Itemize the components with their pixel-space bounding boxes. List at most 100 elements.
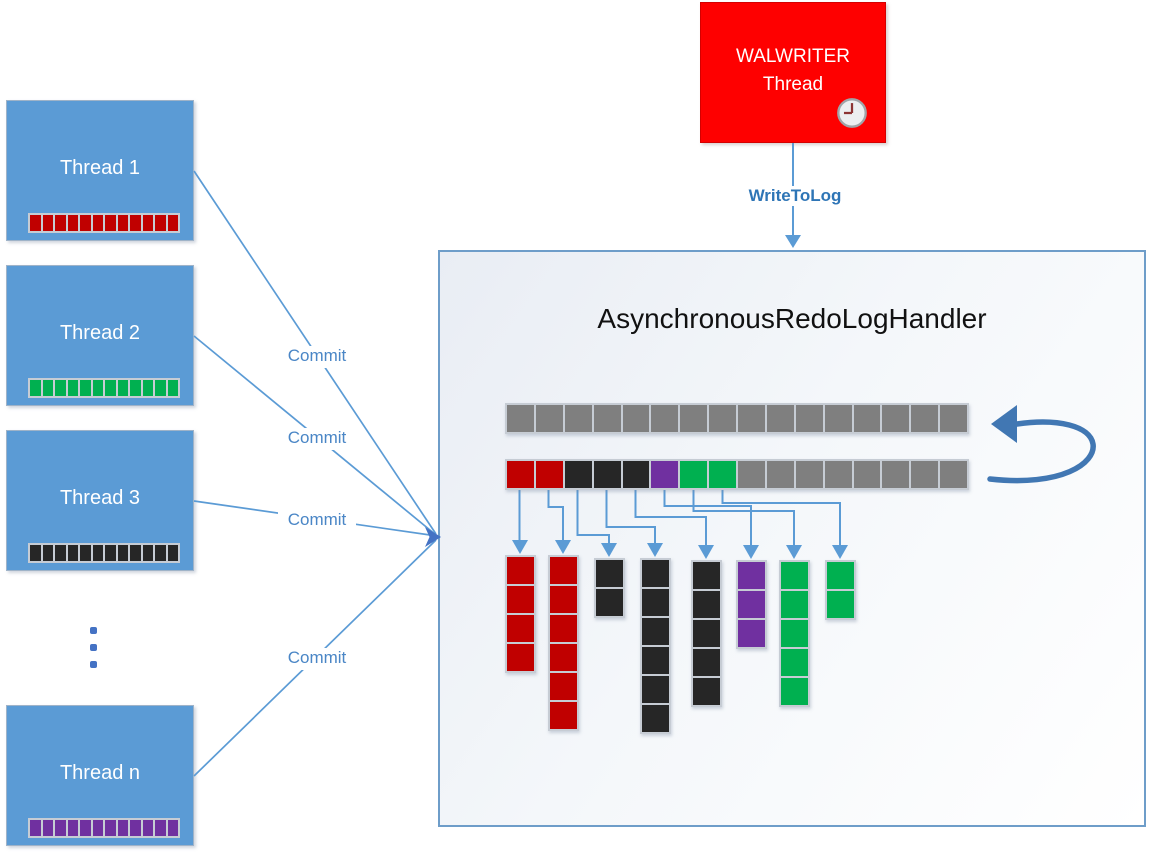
threads-ellipsis (90, 627, 97, 678)
walwriter-box: WALWRITER Thread (700, 2, 886, 143)
buffer-cell-green (130, 380, 141, 396)
buffer-cell-red (30, 215, 41, 231)
buffer-cell-red (507, 586, 534, 613)
buffer-cell-red (550, 673, 577, 700)
buffer-cell-black (642, 560, 669, 587)
buffer-cell-gray (853, 405, 881, 432)
buffer-cell-red (55, 215, 66, 231)
buffer-cell-black (167, 545, 178, 561)
walwriter-title: WALWRITER Thread (701, 43, 885, 99)
buffer-cell-purple (42, 820, 53, 836)
buffer-cell-black (693, 678, 720, 705)
buffer-cell-gray (795, 461, 823, 488)
buffer-cell-gray (766, 461, 794, 488)
buffer-cell-purple (738, 562, 765, 589)
buffer-cell-red (507, 644, 534, 671)
buffer-cell-red (142, 215, 153, 231)
buffer-cell-red (550, 557, 577, 584)
buffer-cell-green (55, 380, 66, 396)
buffer-cell-purple (105, 820, 116, 836)
buffer-to-column-connectors (512, 489, 848, 559)
buffer-cell-green (92, 380, 103, 396)
thread-3-box: Thread 3 (6, 430, 194, 571)
buffer-cell-purple (67, 820, 78, 836)
commit-label-3: Commit (278, 510, 356, 532)
buffer-cell-black (693, 649, 720, 676)
buffer-cell-red (155, 215, 166, 231)
buffer-cell-black (80, 545, 91, 561)
buffer-cell-green (827, 591, 854, 618)
buffer-cell-black (693, 620, 720, 647)
buffer-cell-gray (680, 405, 708, 432)
buffer-cell-black (155, 545, 166, 561)
thread-1-label: Thread 1 (59, 157, 141, 179)
connector-7 (692, 489, 795, 546)
buffer-cell-black (622, 461, 650, 488)
buffer-cell-green (781, 620, 808, 647)
buffer-cell-purple (651, 461, 679, 488)
connector-6 (663, 489, 752, 546)
ellipsis-dot (90, 661, 97, 668)
buffer-cell-gray (738, 405, 765, 432)
buffer-cell-red (507, 557, 534, 584)
buffer-cell-red (507, 461, 534, 488)
buffer-cell-gray (651, 405, 679, 432)
buffer-cell-purple (117, 820, 128, 836)
connector-8 (721, 489, 841, 546)
thread-3-buffer-bar (28, 543, 180, 563)
buffer-cell-black (117, 545, 128, 561)
buffer-cell-green (105, 380, 116, 396)
buffer-cell-black (693, 591, 720, 618)
buffer-cell-green (42, 380, 53, 396)
buffer-cell-gray (709, 405, 736, 432)
convergence-arrowhead (425, 527, 441, 547)
buffer-cell-red (42, 215, 53, 231)
buffer-cell-black (642, 618, 669, 645)
buffer-cell-red (67, 215, 78, 231)
buffer-cell-gray (911, 461, 939, 488)
buffer-cell-purple (155, 820, 166, 836)
buffer-cell-black (593, 461, 621, 488)
write-to-log-label: WriteToLog (725, 186, 865, 206)
buffer-cell-red (167, 215, 178, 231)
column-arrowhead-1 (512, 540, 528, 554)
buffer-cell-gray (882, 461, 910, 488)
log-column-3 (594, 558, 625, 618)
buffer-cell-green (781, 591, 808, 618)
buffer-cell-gray (593, 405, 621, 432)
buffer-cell-black (130, 545, 141, 561)
buffer-cell-black (30, 545, 41, 561)
buffer-cell-red (550, 586, 577, 613)
buffer-cell-green (155, 380, 166, 396)
log-column-6 (736, 560, 767, 649)
buffer-cell-green (167, 380, 178, 396)
buffer-cell-black (693, 562, 720, 589)
buffer-cell-gray (766, 405, 794, 432)
commit-label-1: Commit (278, 346, 356, 368)
return-arrowhead (991, 405, 1017, 443)
column-arrowhead-6 (743, 545, 759, 559)
ellipsis-dot (90, 627, 97, 634)
log-column-4 (640, 558, 671, 734)
commit-label-2: Commit (278, 428, 356, 450)
buffer-cell-red (105, 215, 116, 231)
walwriter-arrowhead (785, 235, 801, 248)
ring-buffer-row-filled (505, 459, 969, 490)
buffer-cell-gray (940, 405, 967, 432)
buffer-cell-green (781, 562, 808, 589)
thread-n-buffer-bar (28, 818, 180, 838)
buffer-cell-gray (507, 405, 534, 432)
buffer-cell-red (117, 215, 128, 231)
buffer-cell-red (80, 215, 91, 231)
buffer-cell-gray (824, 405, 852, 432)
thread-2-buffer-bar (28, 378, 180, 398)
buffer-cell-purple (130, 820, 141, 836)
buffer-cell-black (642, 676, 669, 703)
buffer-cell-gray (824, 461, 852, 488)
buffer-cell-red (550, 702, 577, 729)
buffer-cell-green (709, 461, 736, 488)
handler-title: AsynchronousRedoLogHandler (597, 303, 987, 334)
buffer-cell-gray (882, 405, 910, 432)
